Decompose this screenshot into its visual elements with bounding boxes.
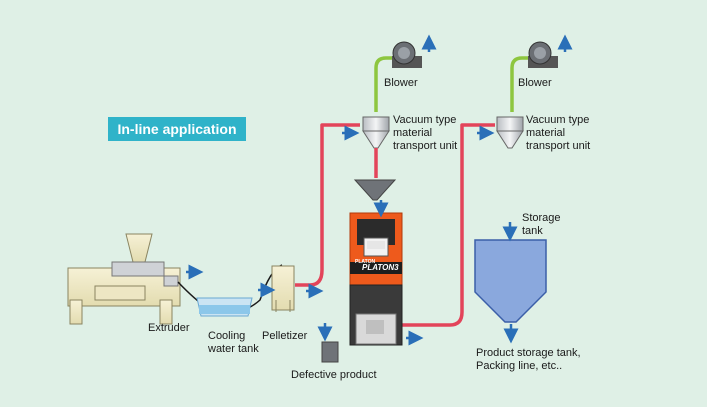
- vacuum-unit-1: [362, 116, 390, 149]
- blower-1-label: Blower: [384, 77, 418, 89]
- vacuum2-line2: material: [526, 127, 566, 139]
- hopper-funnel: [353, 179, 397, 201]
- vacuum-unit-2-label: Vacuum type material transport unit: [526, 114, 590, 153]
- blower-2-label: Blower: [518, 77, 552, 89]
- green-pipes: [374, 56, 529, 112]
- cooling-water-tank: [196, 297, 253, 317]
- flow-arrows: [186, 34, 573, 346]
- machine-brand-large: PLATON3: [362, 263, 399, 272]
- vacuum1-line3: transport unit: [393, 140, 458, 152]
- defective-product-label: Defective product: [291, 369, 377, 381]
- in-line-application-badge: In-line application: [108, 117, 246, 141]
- vacuum-unit-2: [496, 116, 524, 149]
- sorting-machine: [349, 212, 403, 346]
- extruder: [67, 233, 181, 325]
- product-storage-label: Product storage tank, Packing line, etc.…: [476, 347, 581, 373]
- cooling-label-line1: Cooling: [208, 330, 246, 342]
- blower-2: [528, 41, 558, 68]
- product-line2: Packing line, etc..: [476, 360, 563, 372]
- storage-tank-label: Storage tank: [522, 212, 561, 238]
- cooling-water-tank-label: Cooling water tank: [208, 330, 259, 356]
- green-pipe-1: [374, 56, 393, 112]
- cooling-label-line2: water tank: [208, 343, 259, 355]
- vacuum1-line1: Vacuum type: [393, 114, 457, 126]
- vacuum2-line3: transport unit: [526, 140, 591, 152]
- pelletizer-label: Pelletizer: [262, 330, 308, 342]
- storage-line2: tank: [522, 225, 543, 237]
- extruder-label: Extruder: [148, 322, 190, 334]
- storage-tank: [474, 239, 547, 323]
- storage-line1: Storage: [522, 212, 561, 224]
- vacuum2-line1: Vacuum type: [526, 114, 590, 126]
- product-line1: Product storage tank,: [476, 347, 581, 359]
- machine-brand-small: PLATON: [355, 259, 376, 265]
- pelletizer: [271, 265, 295, 312]
- pipe-machine-to-vacuum2: [400, 123, 495, 327]
- vacuum-unit-1-label: Vacuum type material transport unit: [393, 114, 457, 153]
- vacuum1-line2: material: [393, 127, 433, 139]
- blower-1: [392, 41, 422, 68]
- defective-product-bin: [321, 341, 339, 363]
- green-pipe-2: [510, 56, 529, 112]
